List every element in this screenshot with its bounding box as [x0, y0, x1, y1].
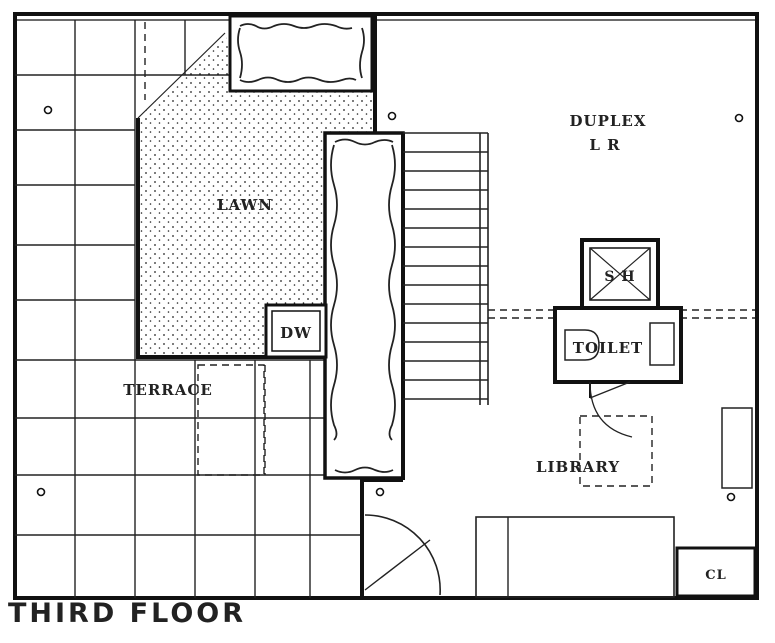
staircase [403, 132, 489, 405]
interior-walls [360, 16, 405, 598]
building-outline [13, 12, 759, 600]
column-dot [36, 487, 46, 497]
dumbwaiter-label: DW [280, 324, 312, 342]
closet [675, 546, 757, 598]
terrace-tile-grid [15, 20, 360, 598]
column-dot [387, 111, 397, 121]
library-table [579, 415, 653, 487]
shower-inner [589, 247, 651, 301]
long-planter-foliage [330, 138, 396, 474]
dumbwaiter-box [264, 303, 328, 359]
wall-cabinet [721, 407, 753, 489]
shower-diagonal-b [589, 247, 651, 301]
closet-label: CL [705, 568, 727, 583]
toilet-door-swing [589, 381, 633, 438]
sink-fixture [649, 322, 675, 366]
column-dot [726, 492, 736, 502]
toilet-door-leaf [589, 381, 631, 399]
stair-dashed-line [488, 309, 755, 319]
lawn-label: LAWN [217, 196, 273, 214]
bottom-counter [475, 516, 675, 598]
structural-columns [36, 105, 744, 502]
column-dot [43, 105, 53, 115]
terrace-dashed-lines [144, 22, 266, 476]
floor-title: THIRD FLOOR [8, 598, 247, 629]
toilet-fixture [564, 329, 600, 361]
spiral-stair-arc [364, 514, 441, 596]
lawn-area [138, 33, 372, 357]
lawn-diagonal-edge [137, 32, 226, 119]
terrace-label: TERRACE [123, 381, 213, 399]
living-room-label: L R [589, 136, 620, 154]
toilet-label: TOILET [573, 339, 643, 357]
duplex-label: DUPLEX [570, 112, 647, 130]
toilet-room [553, 306, 683, 384]
spiral-stair-line [364, 539, 431, 591]
column-dot [734, 113, 744, 123]
top-planter-foliage [237, 23, 365, 83]
library-label: LIBRARY [536, 458, 620, 476]
dumbwaiter-inner [271, 310, 321, 352]
shower-label: S H [604, 269, 635, 285]
column-dot [375, 487, 385, 497]
